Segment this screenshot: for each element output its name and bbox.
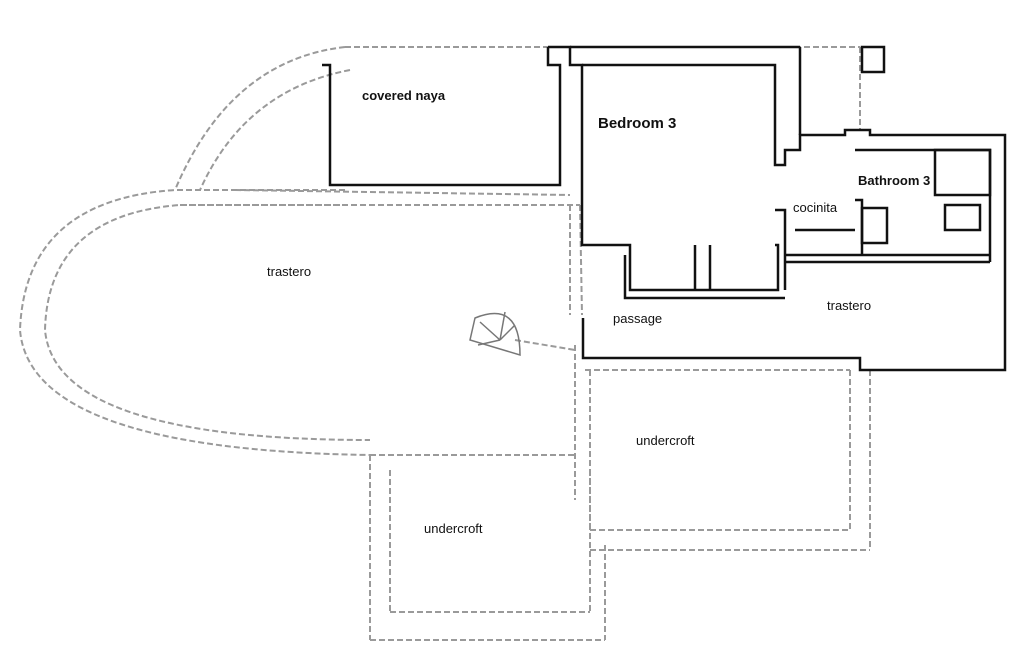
spiral-staircase bbox=[469, 311, 521, 357]
room-label-passage: passage bbox=[613, 311, 663, 326]
room-label-undercroft-lower: undercroft bbox=[424, 521, 483, 536]
room-label-covered-naya: covered naya bbox=[362, 88, 446, 103]
room-label-undercroft-right: undercroft bbox=[636, 433, 695, 448]
dark-walls bbox=[322, 45, 1007, 372]
faint-walls bbox=[18, 46, 871, 641]
room-label-bedroom-3: Bedroom 3 bbox=[598, 115, 677, 132]
room-label-trastero-right: trastero bbox=[827, 298, 872, 313]
room-label-cocinita: cocinita bbox=[793, 200, 838, 215]
room-label-trastero-left: trastero bbox=[267, 264, 312, 279]
room-label-bathroom-3: Bathroom 3 bbox=[858, 173, 931, 188]
